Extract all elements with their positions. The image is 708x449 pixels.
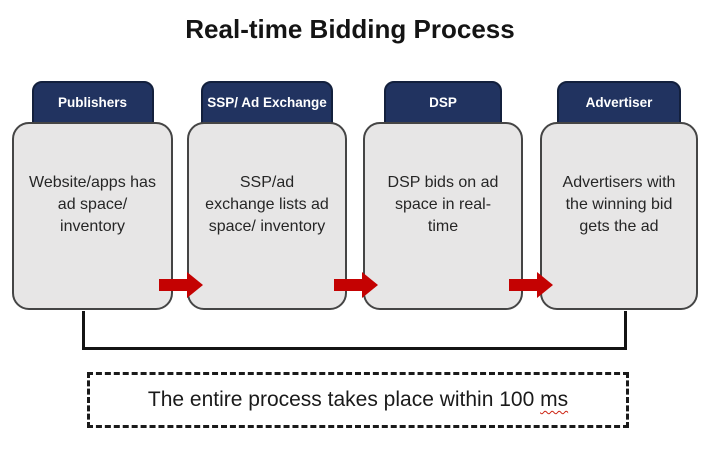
flow-arrow-icon [159,272,203,298]
arrow-head [187,272,203,298]
arrow-shaft [159,279,187,291]
bracket-left-line [82,311,85,350]
stage-body-box: DSP bids on ad space in real- time [363,122,523,310]
arrow-head [362,272,378,298]
flow-arrow-icon [334,272,378,298]
bracket-right-line [624,311,627,350]
footer-note-box: The entire process takes place within 10… [87,372,629,428]
stage-body-text: Advertisers with the winning bid gets th… [562,173,676,236]
arrow-head [537,272,553,298]
footer-note-unit: ms [540,388,569,411]
footer-note-text: The entire process takes place within 10… [147,388,541,411]
bracket-bottom-line [82,347,627,350]
stage-header-label: DSP [429,95,457,110]
stage-body-box: Advertisers with the winning bid gets th… [540,122,698,310]
stage-body-text: Website/apps has ad space/ inventory [29,173,156,236]
flow-arrow-icon [509,272,553,298]
stage-body-text: SSP/ad exchange lists ad space/ inventor… [205,173,329,236]
stage-header-label: Advertiser [585,95,653,110]
arrow-shaft [509,279,537,291]
diagram-title: Real-time Bidding Process [185,14,515,44]
stage-header-label: SSP/ Ad Exchange [207,95,327,110]
arrow-shaft [334,279,362,291]
stage-body-box: SSP/ad exchange lists ad space/ inventor… [187,122,347,310]
stage-header-label: Publishers [57,95,128,110]
stage-body-box: Website/apps has ad space/ inventory [12,122,173,310]
stage-body-text: DSP bids on ad space in real- time [387,173,499,236]
